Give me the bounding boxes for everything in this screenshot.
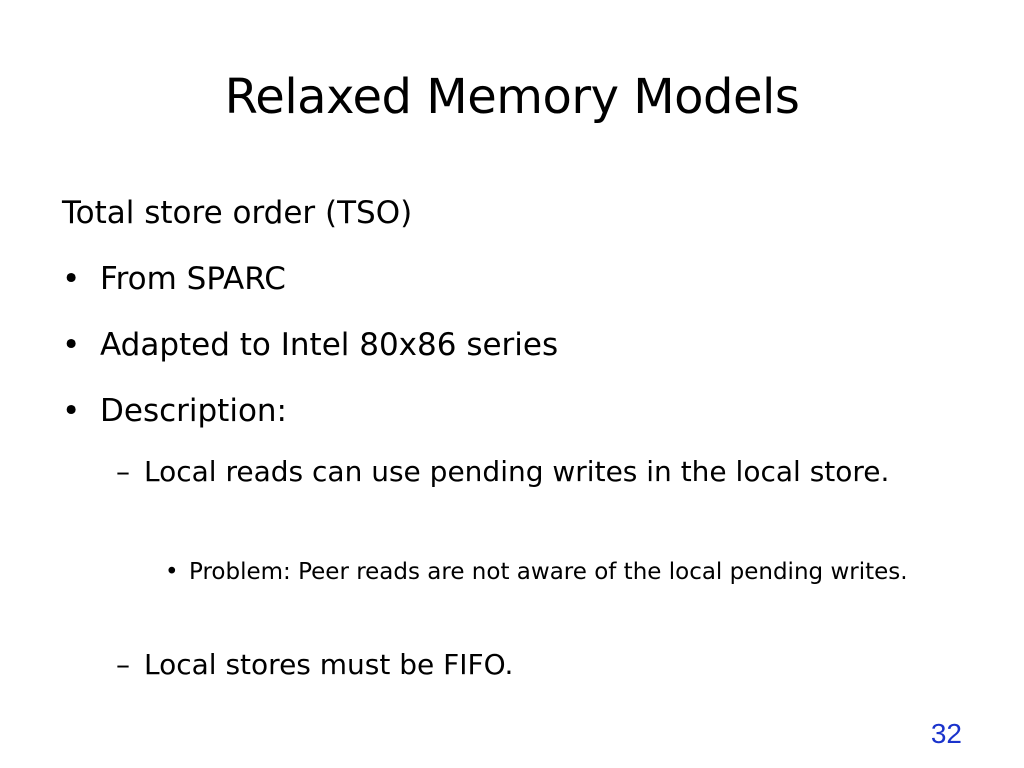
bullet-marker: • (165, 559, 179, 585)
bullet-text: From SPARC (100, 261, 286, 297)
bullet-marker: • (62, 261, 81, 297)
bullet-marker: • (62, 327, 81, 363)
sub-bullet-text: Local reads can use pending writes in th… (144, 455, 890, 488)
sub-bullet-text: Local stores must be FIFO. (144, 648, 514, 681)
dash-marker: – (116, 648, 130, 681)
page-number: 32 (930, 718, 962, 749)
sub-sub-bullet-text: Problem: Peer reads are not aware of the… (189, 559, 908, 585)
bullet-text: Adapted to Intel 80x86 series (100, 327, 559, 363)
bullet-marker: • (62, 393, 81, 429)
dash-marker: – (116, 455, 130, 488)
intro-text: Total store order (TSO) (62, 195, 413, 231)
bullet-text: Description: (100, 393, 287, 429)
slide-title: Relaxed Memory Models (224, 69, 800, 125)
